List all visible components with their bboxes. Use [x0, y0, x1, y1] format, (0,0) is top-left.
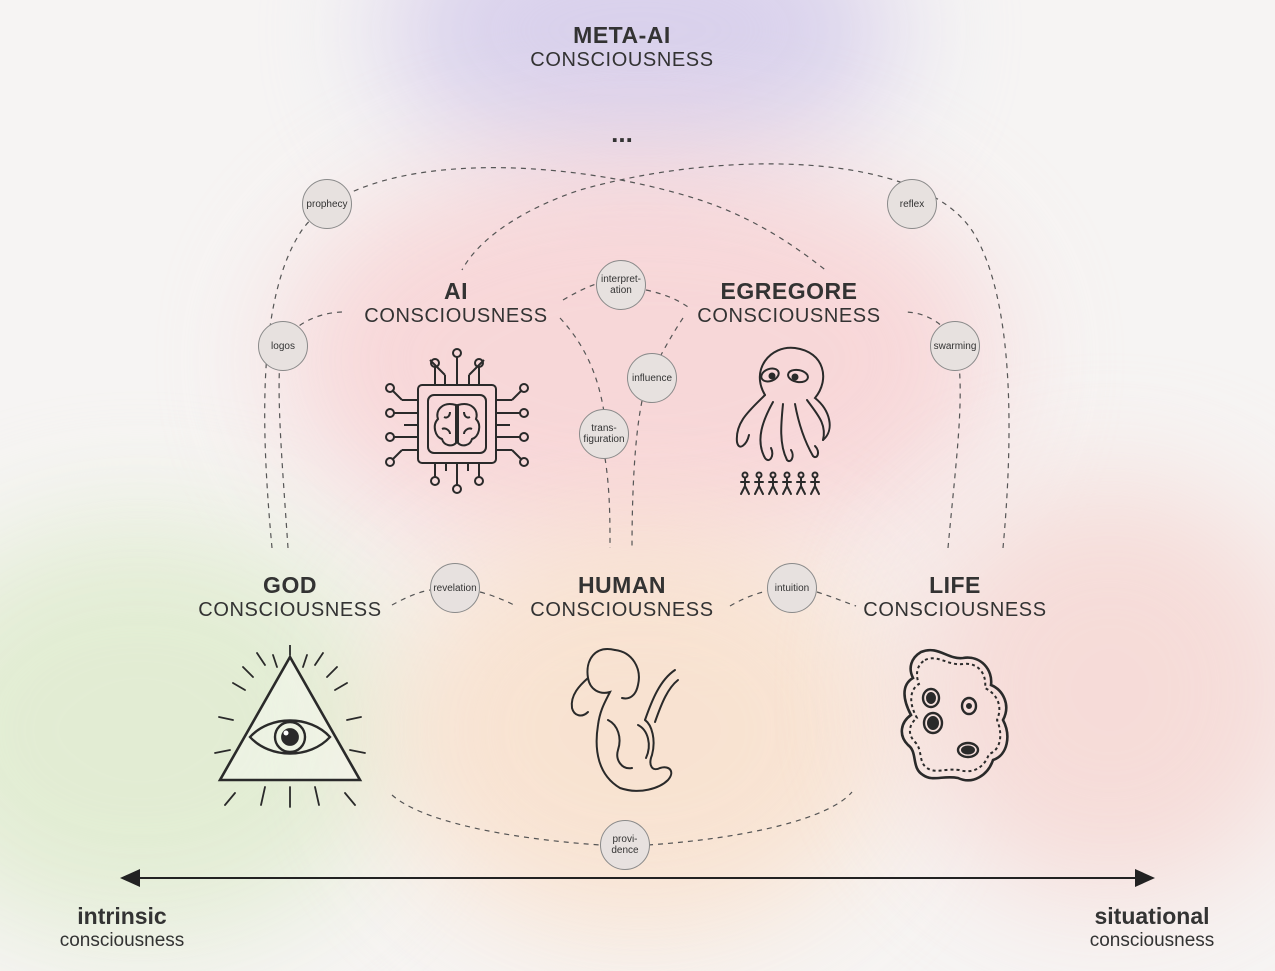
bubble-transfiguration: trans- figuration [579, 409, 629, 459]
amoeba-icon [900, 648, 1009, 782]
axis-right-title: situational [1094, 903, 1210, 929]
bubble-swarming: swarming [930, 321, 980, 371]
chip-brain-icon [385, 348, 529, 494]
human-title: HUMAN [577, 572, 667, 598]
god-label: GOD CONSCIOUSNESS [198, 572, 381, 622]
octopus-crowd-icon [735, 346, 831, 495]
life-label: LIFE CONSCIOUSNESS [863, 572, 1046, 622]
meta-ai-subtitle: CONSCIOUSNESS [530, 49, 714, 71]
bubble-reflex: reflex [887, 179, 937, 229]
god-subtitle: CONSCIOUSNESS [198, 599, 382, 621]
axis-left-label: intrinsic consciousness [60, 903, 185, 953]
ai-label: AI CONSCIOUSNESS [364, 278, 547, 328]
egregore-subtitle: CONSCIOUSNESS [697, 305, 881, 327]
bubble-interpretation: interpret- ation [596, 260, 646, 310]
ai-subtitle: CONSCIOUSNESS [364, 305, 548, 327]
life-subtitle: CONSCIOUSNESS [863, 599, 1047, 621]
meta-ai-title: META-AI [573, 22, 671, 48]
bubble-influence: influence [627, 353, 677, 403]
bubble-providence: provi- dence [600, 820, 650, 870]
bubble-logos: logos [258, 321, 308, 371]
axis-left-subtitle: consciousness [59, 930, 185, 951]
life-title: LIFE [929, 572, 981, 598]
bubble-revelation: revelation [430, 563, 480, 613]
ellipsis: ... [611, 118, 633, 148]
axis-right-subtitle: consciousness [1089, 930, 1215, 951]
ai-title: AI [443, 278, 468, 304]
egregore-label: EGREGORE CONSCIOUSNESS [697, 278, 880, 328]
bubble-intuition: intuition [767, 563, 817, 613]
meta-ai-label: META-AI CONSCIOUSNESS [530, 22, 713, 72]
fetus-icon [570, 648, 679, 792]
egregore-title: EGREGORE [720, 278, 858, 304]
axis-right-label: situational consciousness [1090, 903, 1215, 953]
eye-of-providence-icon [214, 645, 366, 808]
axis-left-title: intrinsic [77, 903, 167, 929]
axis-arrow [120, 869, 1155, 887]
human-subtitle: CONSCIOUSNESS [530, 599, 714, 621]
bubble-prophecy: prophecy [302, 179, 352, 229]
human-label: HUMAN CONSCIOUSNESS [530, 572, 713, 622]
god-title: GOD [263, 572, 317, 598]
